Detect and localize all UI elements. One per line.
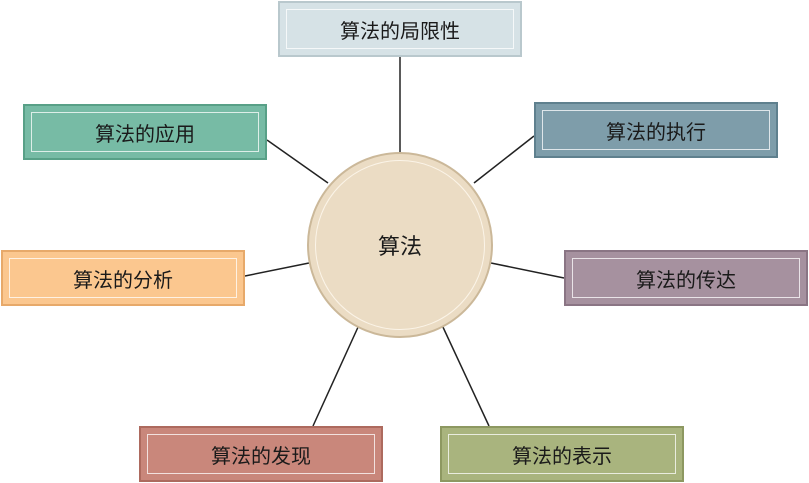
node-apply-label: 算法的应用 — [95, 121, 195, 146]
node-analyze: 算法的分析 — [1, 250, 245, 306]
node-exec-label: 算法的执行 — [606, 119, 706, 144]
node-analyze-label: 算法的分析 — [73, 267, 173, 292]
connector-repr — [441, 324, 490, 427]
node-discover: 算法的发现 — [139, 426, 383, 482]
connector-analyze — [244, 262, 310, 277]
connector-apply — [266, 139, 329, 184]
node-limit: 算法的局限性 — [278, 1, 522, 57]
connector-discover — [312, 324, 360, 427]
node-exec: 算法的执行 — [534, 102, 778, 158]
node-convey-label: 算法的传达 — [636, 267, 736, 292]
connector-exec — [473, 135, 535, 184]
center-label: 算法 — [377, 235, 422, 260]
node-discover-label: 算法的发现 — [211, 443, 311, 468]
connector-convey — [490, 262, 565, 279]
center-ring: 算法 — [315, 160, 485, 330]
node-repr-label: 算法的表示 — [512, 443, 612, 468]
node-apply: 算法的应用 — [23, 104, 267, 160]
center-node: 算法 — [307, 152, 493, 338]
node-limit-label: 算法的局限性 — [340, 18, 460, 43]
node-repr: 算法的表示 — [440, 426, 684, 482]
node-convey: 算法的传达 — [564, 250, 808, 306]
